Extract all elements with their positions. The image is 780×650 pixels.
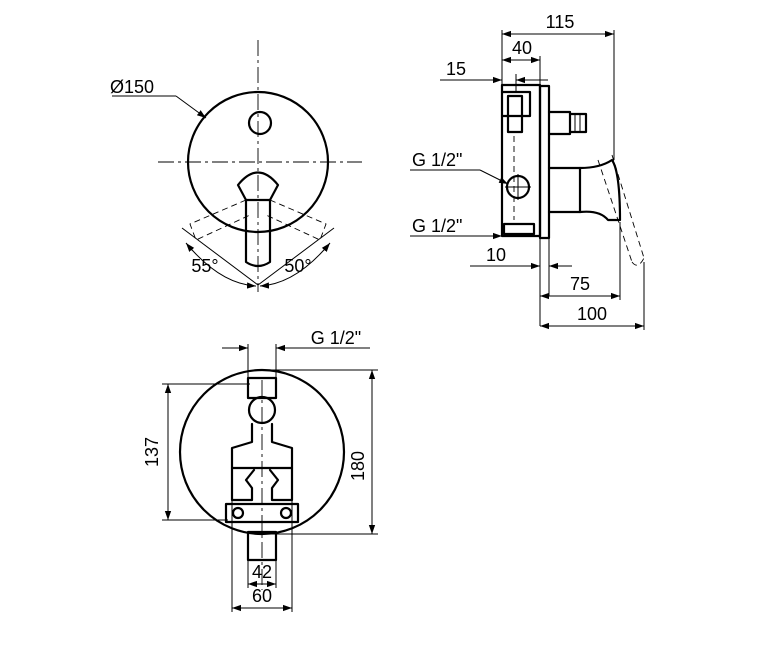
diameter-label: Ø150 (110, 77, 154, 97)
cartridge-left-lug (230, 466, 256, 502)
depth-100-label: 100 (577, 304, 607, 324)
cover-plate-circle (186, 90, 330, 234)
height-180-label: 180 (348, 451, 368, 481)
thread-upper-leader (479, 169, 509, 185)
diverter-knob-side (568, 112, 588, 134)
width-60-label: 60 (252, 586, 272, 606)
handle-rotated-left-outline (189, 199, 251, 241)
depth-15-label: 15 (446, 59, 466, 79)
cartridge-upper (230, 422, 294, 470)
top-connector (246, 376, 278, 400)
handle-side (547, 158, 622, 222)
diverter-spindle (547, 110, 572, 136)
mounting-hole-left (231, 506, 245, 520)
depth-10-label: 10 (486, 245, 506, 265)
lower-connector (502, 222, 536, 236)
diverter-bore (247, 395, 277, 425)
side-view: 115 40 15 G 1/2" G 1/2" 10 75 100 (410, 12, 645, 330)
front-view: 55° 50° Ø150 (110, 40, 362, 292)
width-42-label: 42 (252, 562, 272, 582)
mounting-hole-right (279, 506, 293, 520)
handle-swing-line-1 (597, 159, 633, 263)
depth-75-label: 75 (570, 274, 590, 294)
mounting-flange (224, 502, 300, 524)
cartridge-right-lug (268, 466, 294, 502)
angle-arc-right (259, 242, 331, 289)
diameter-leader (175, 95, 207, 119)
thread-upper-label: G 1/2" (412, 150, 462, 170)
height-137-label: 137 (142, 437, 162, 467)
depth-115-label: 115 (546, 12, 575, 32)
depth-40-label: 40 (512, 38, 532, 58)
angle-arc-left (185, 242, 257, 289)
handle-swing-tip (631, 257, 645, 266)
angle-right-label: 50° (284, 256, 311, 276)
diverter-knob (247, 110, 273, 136)
angle-left-label: 55° (191, 256, 218, 276)
handle-swing-line-2 (611, 154, 645, 259)
body-view: G 1/2" 137 180 42 60 (142, 328, 378, 612)
handle-rotated-right-outline (265, 199, 327, 241)
upper-port (506, 94, 524, 134)
cover-plate-side (538, 84, 551, 240)
handle-hub (236, 171, 280, 202)
thread-lower-label: G 1/2" (412, 216, 462, 236)
body-thread-label: G 1/2" (311, 328, 361, 348)
